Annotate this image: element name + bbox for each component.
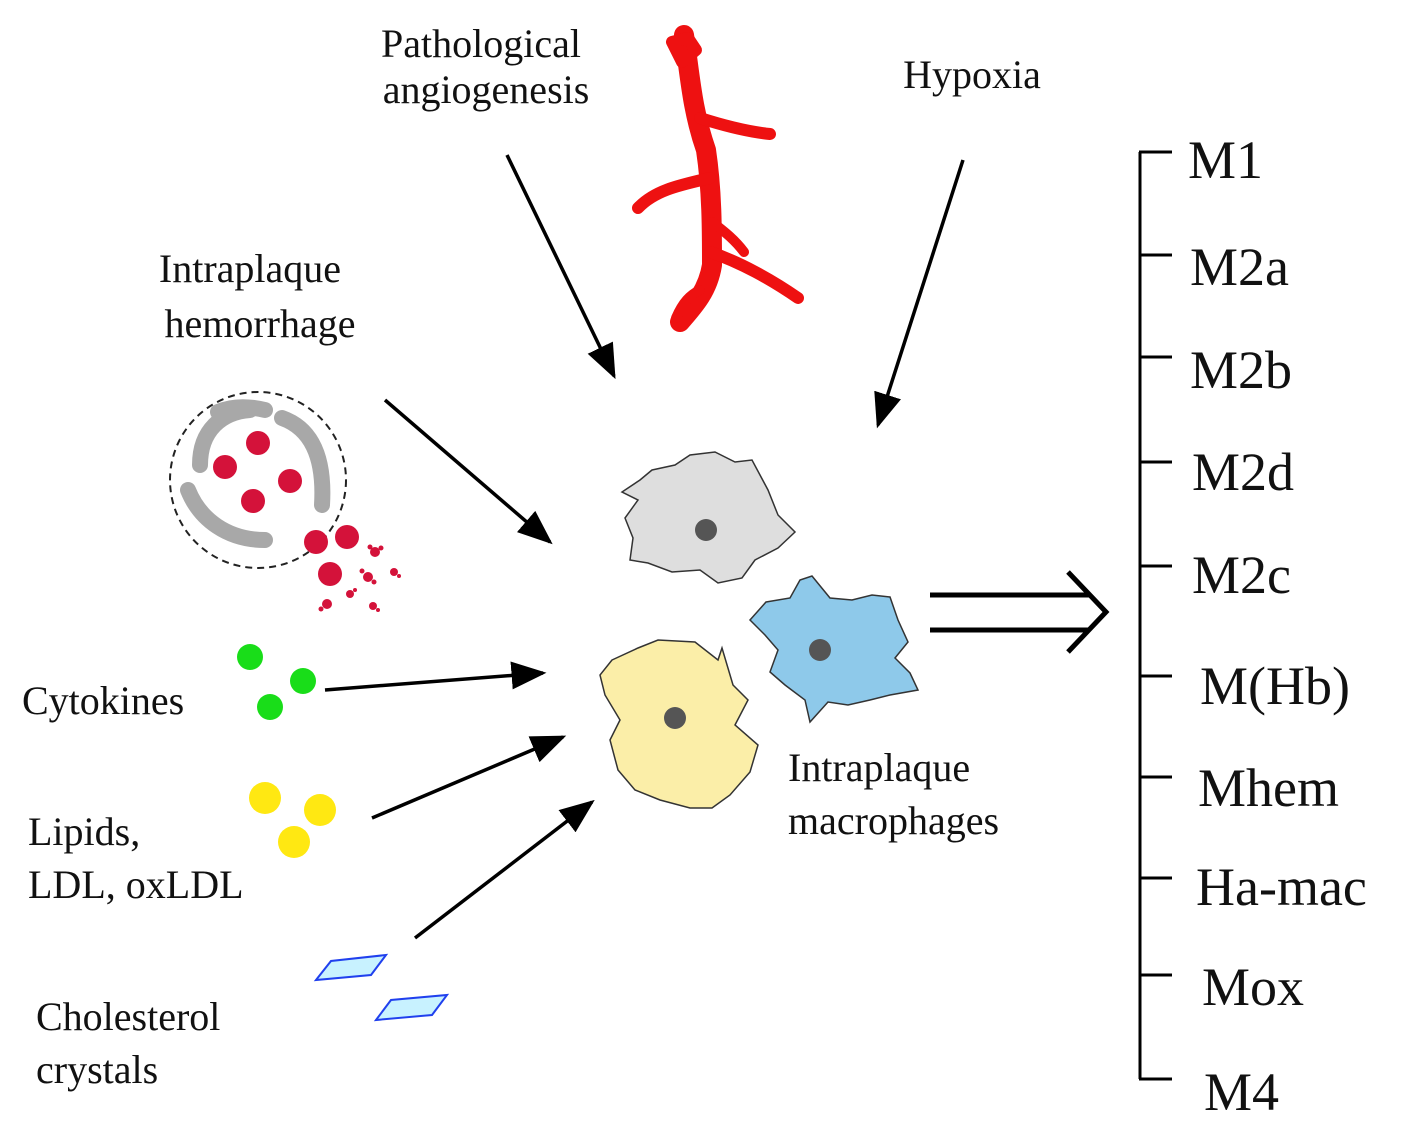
phenotype-label: M2d [1192,442,1294,502]
arrow-hemorrhage [383,398,553,545]
arrow-cytokines [324,661,547,692]
phenotype-label: Ha-mac [1196,857,1367,917]
phenotype-label: Mox [1202,957,1304,1017]
arrow-hypoxia [874,159,965,429]
label-hypoxia: Hypoxia [903,52,1041,97]
label-lipids: Lipids, LDL, oxLDL [28,809,244,907]
organelle-icon [180,399,331,548]
phenotype-label: M4 [1204,1062,1279,1122]
label-cholesterol-crystals: Cholesterol crystals [36,994,230,1092]
phenotype-label: M2a [1190,237,1289,297]
label-pathological-angiogenesis: Pathological angiogenesis [381,21,591,112]
arrow-lipids [371,735,567,820]
phenotype-label: M(Hb) [1200,656,1350,716]
phenotype-bracket [1138,150,1172,1081]
macrophage-yellow-icon [599,639,759,809]
phenotype-label: M1 [1188,130,1263,190]
cholesterol-crystal-icon [313,953,450,1022]
macrophage-grey-icon [620,451,797,584]
double-arrow-icon [930,570,1110,654]
phenotype-label: Mhem [1198,758,1339,818]
phenotype-label: M2c [1192,545,1291,605]
arrow-angiogenesis [505,154,616,380]
lipid-particles-icon [249,782,336,858]
blood-vessel-icon [632,25,804,332]
arrow-cholesterol [413,799,595,940]
macrophage-blue-icon [748,575,920,724]
phenotype-label: M2b [1190,340,1292,400]
label-intraplaque-hemorrhage: Intraplaque hemorrhage [159,246,356,346]
label-intraplaque-macrophages: Intraplaque macrophages [788,745,999,843]
input-arrows [324,154,965,940]
label-cytokines: Cytokines [22,678,184,723]
hemorrhage-cell-icon [169,391,401,612]
cytokine-molecules-icon [237,644,316,720]
phenotype-list: M1 M2a M2b M2d M2c M(Hb) Mhem Ha-mac Mox… [1188,130,1367,1122]
